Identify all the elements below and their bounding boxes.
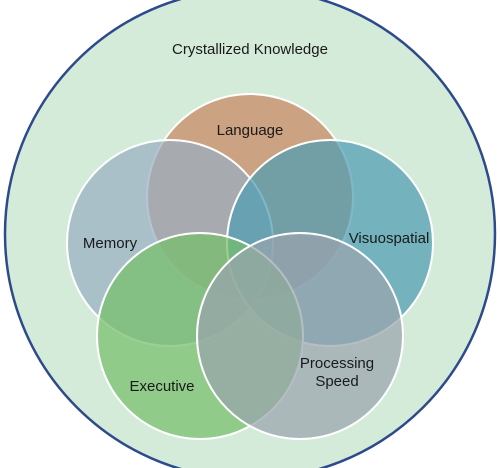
domain-circles bbox=[66, 93, 434, 440]
processing-circle bbox=[196, 232, 404, 440]
visuospatial-label-line: Visuospatial bbox=[349, 230, 430, 247]
language-label-line: Language bbox=[217, 122, 284, 139]
crystallized-knowledge-label: Crystallized Knowledge bbox=[172, 41, 328, 58]
processing-label-line: Speed bbox=[315, 373, 358, 390]
memory-label-line: Memory bbox=[83, 235, 138, 252]
memory-label: Memory bbox=[83, 235, 138, 252]
language-label: Language bbox=[217, 122, 284, 139]
executive-label-line: Executive bbox=[129, 378, 194, 395]
processing-label-line: Processing bbox=[300, 355, 374, 372]
visuospatial-label: Visuospatial bbox=[349, 230, 430, 247]
executive-label: Executive bbox=[129, 378, 194, 395]
